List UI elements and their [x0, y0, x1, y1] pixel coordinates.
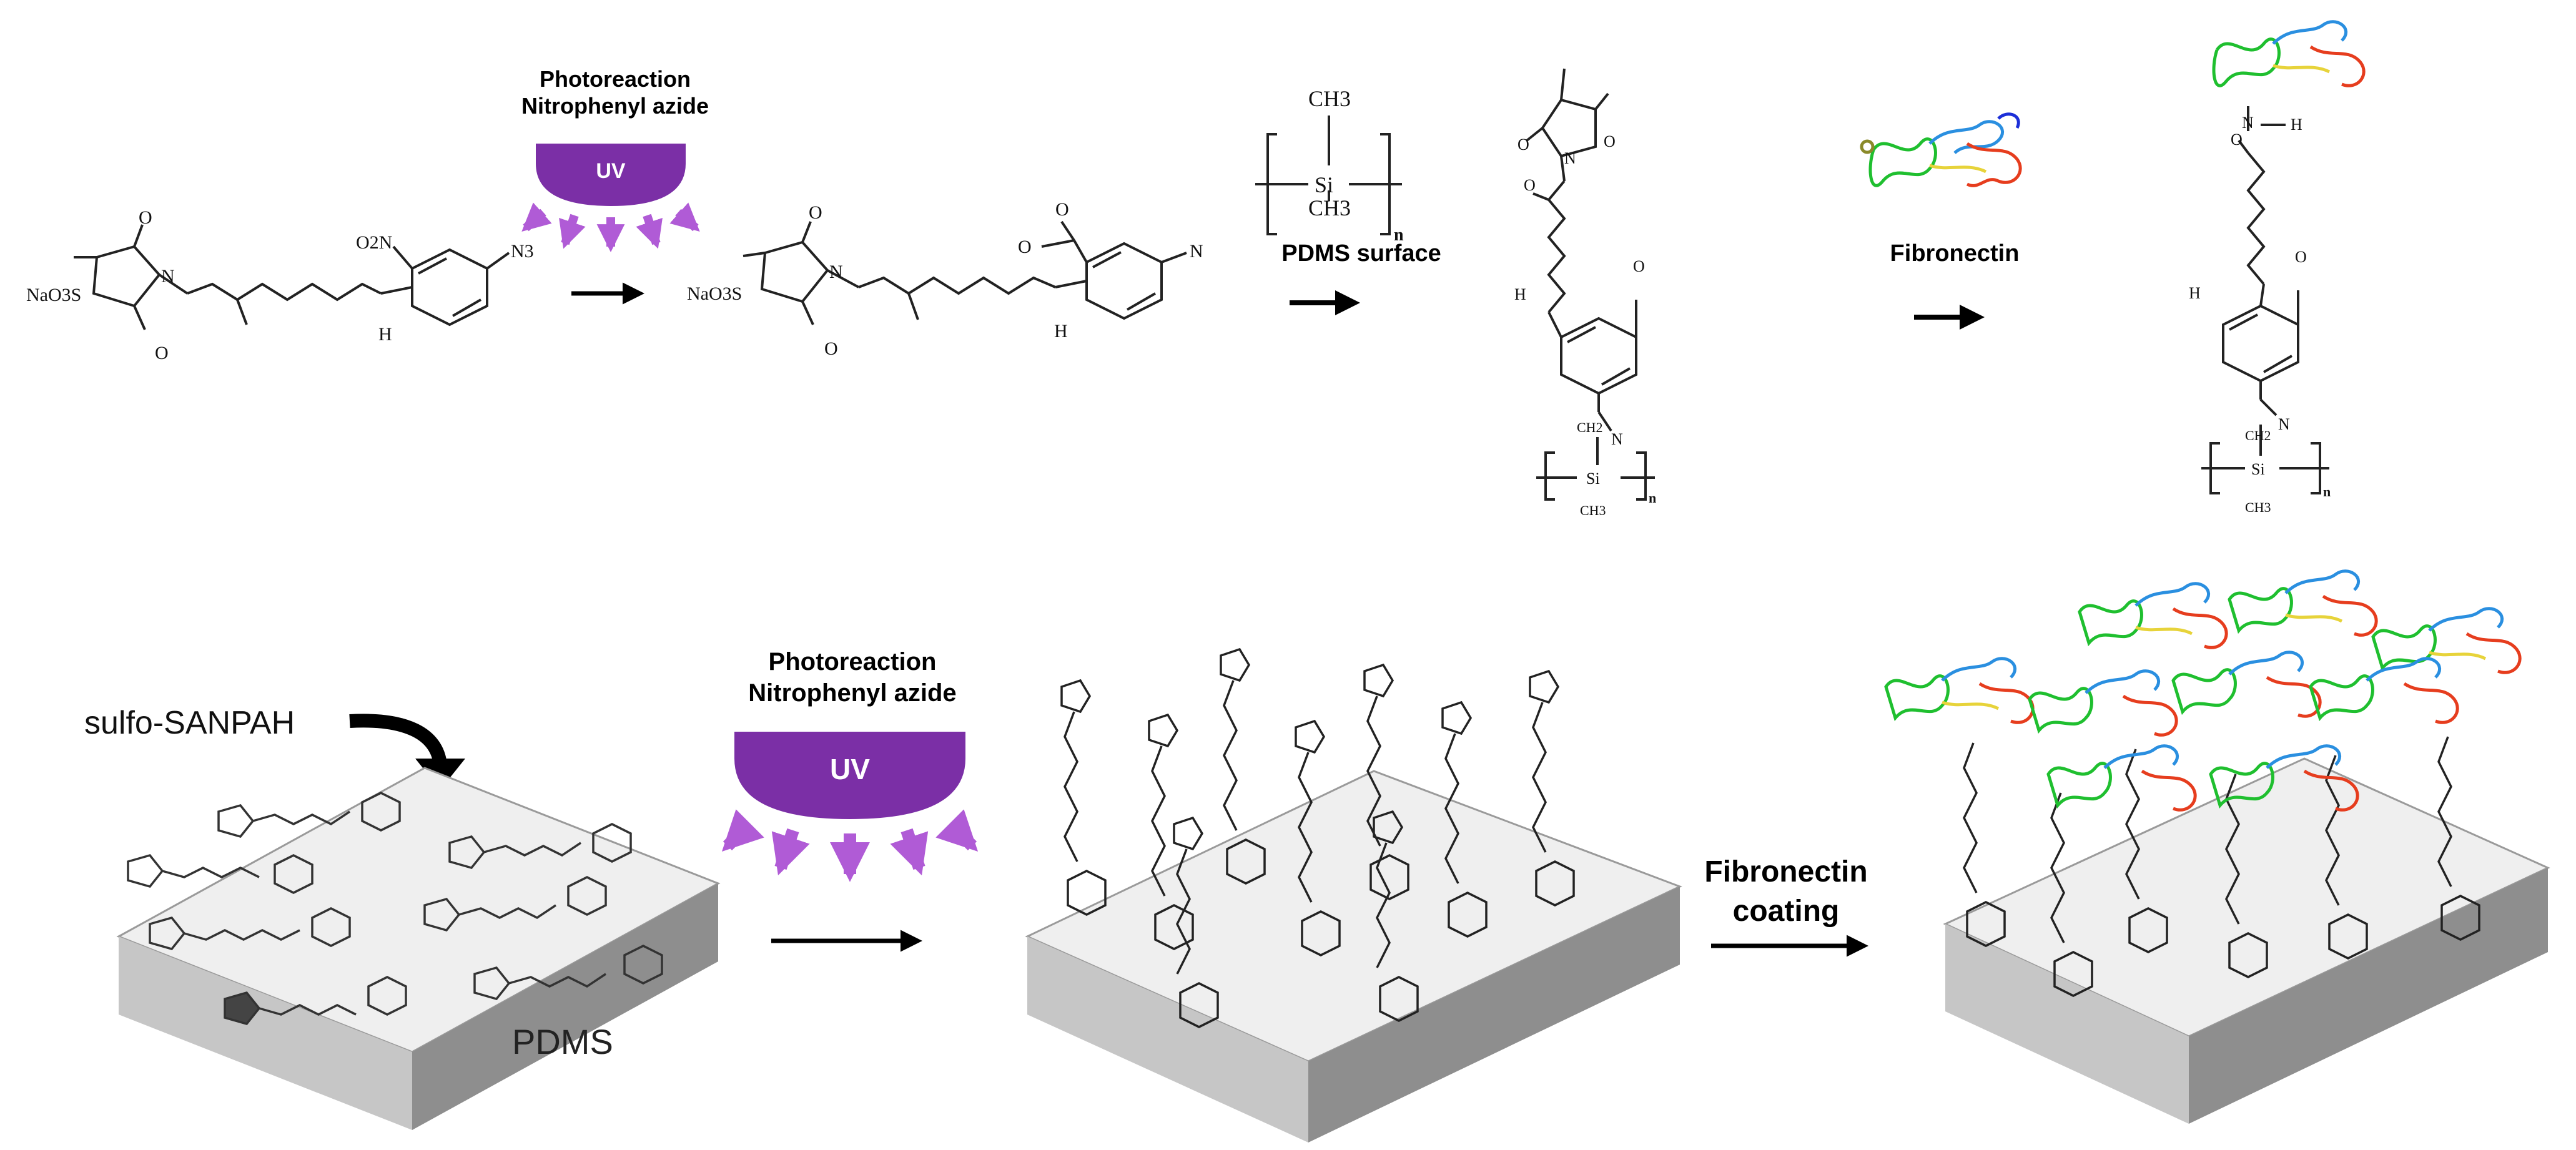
molecule-attached-top — [1526, 68, 1655, 501]
chem-n-6: N — [2242, 114, 2254, 132]
molecule-sulfo-sanpah-text: NaO3S O N O O2N N3 H — [26, 207, 534, 363]
fibronectin-coating-label-2: coating — [1733, 895, 1840, 928]
photoreaction-label-bottom: Photoreaction — [768, 648, 937, 676]
uv-rays-top — [521, 202, 700, 252]
chem-ch3-1: CH3 — [1308, 86, 1351, 111]
chem-ch2-1: CH2 — [1577, 420, 1603, 435]
chem-ch3-2: CH3 — [1308, 195, 1351, 220]
uv-lamp-top: UV — [536, 144, 686, 206]
pdms-slab-3 — [1943, 757, 2550, 1124]
chem-naos-1: NaO3S — [26, 285, 81, 305]
sulfo-sanpah-label: sulfo-SANPAH — [84, 705, 295, 741]
nitrophenyl-label-bottom: Nitrophenyl azide — [748, 679, 957, 707]
molecule-attached-fibronectin — [2201, 106, 2329, 494]
molecule-sulfo-sanpah — [74, 224, 510, 330]
chem-nh-3: H — [1514, 285, 1526, 303]
chem-ch3-4: CH3 — [2245, 499, 2271, 515]
pdms-slab-1 — [116, 767, 721, 1130]
chem-sub-n-2: n — [1649, 490, 1656, 506]
molecule-nitrene-intermediate — [743, 220, 1187, 325]
chem-o2n-1: O2N — [356, 232, 392, 253]
chem-si-2: Si — [1586, 469, 1600, 488]
lying-molecules — [127, 792, 663, 1026]
pdms-structure-text: CH3 Si CH3 n — [1308, 86, 1404, 245]
chem-n3-1: N3 — [511, 241, 534, 262]
chem-nh-4: H — [2291, 115, 2302, 134]
photoreaction-label-top: Photoreaction — [539, 66, 691, 92]
chem-sub-n-1: n — [1394, 225, 1404, 245]
chem-n-5: N — [1611, 430, 1623, 448]
fibronectin-protein-top — [1860, 112, 2022, 187]
standing-molecules — [1060, 647, 1575, 1028]
uv-label-top: UV — [596, 159, 626, 183]
chem-ch3-3: CH3 — [1580, 503, 1606, 518]
chem-sub-n-3: n — [2323, 484, 2331, 499]
curved-arrow-sulfo-sanpah — [349, 714, 447, 766]
chem-n-2: N — [829, 262, 843, 282]
chem-nh-1: H — [378, 324, 392, 345]
chem-o-5: O — [1018, 237, 1032, 257]
pdms-structure — [1255, 115, 1402, 235]
uv-rays-bottom — [721, 809, 979, 882]
chem-o-2: O — [155, 343, 169, 363]
chem-nh-5: H — [2189, 284, 2201, 302]
uv-label-bottom: UV — [830, 753, 870, 785]
pdms-surface-label: PDMS surface — [1281, 240, 1441, 267]
chem-n-1: N — [161, 266, 175, 287]
chem-o-4: O — [824, 338, 838, 359]
fibronectin-cluster — [1884, 569, 2522, 812]
chem-o-9: O — [1524, 176, 1536, 194]
chem-n-7: N — [2278, 415, 2290, 433]
chem-n-4: N — [1564, 149, 1576, 167]
coated-molecules — [1963, 736, 2480, 997]
chem-naos-2: NaO3S — [687, 283, 742, 304]
chem-o-11: O — [2231, 130, 2243, 149]
chem-o-6: O — [1055, 199, 1069, 220]
fibronectin-protein-top-attached — [2212, 20, 2366, 87]
pdms-label: PDMS — [512, 1022, 613, 1061]
chem-si-1: Si — [1315, 172, 1333, 197]
chem-ch2-2: CH2 — [2245, 428, 2271, 443]
chem-o-1: O — [139, 207, 152, 228]
uv-lamp-bottom: UV — [734, 732, 965, 819]
molecule-attached-top-text: O O N O H O N CH2 Si CH3 n — [1514, 132, 1656, 518]
fibronectin-label-top: Fibronectin — [1890, 240, 2020, 267]
molecule-attached-fibronectin-text: N H O H O N CH2 Si CH3 n — [2189, 114, 2331, 515]
chem-o-3: O — [809, 202, 822, 223]
chem-o-10: O — [1633, 257, 1645, 275]
chem-nh-2: H — [1054, 321, 1068, 342]
chem-n-3: N — [1190, 241, 1203, 262]
chem-o-12: O — [2295, 248, 2307, 266]
pdms-slab-2 — [1025, 770, 1682, 1143]
molecule-nitrene-intermediate-text: NaO3S O N O O O N H — [687, 199, 1203, 359]
chem-si-3: Si — [2251, 460, 2265, 478]
fibronectin-coating-label-1: Fibronectin — [1704, 855, 1867, 888]
chem-o-7: O — [1517, 135, 1529, 154]
nitrophenyl-label-top: Nitrophenyl azide — [521, 93, 709, 119]
chem-o-8: O — [1604, 132, 1616, 150]
